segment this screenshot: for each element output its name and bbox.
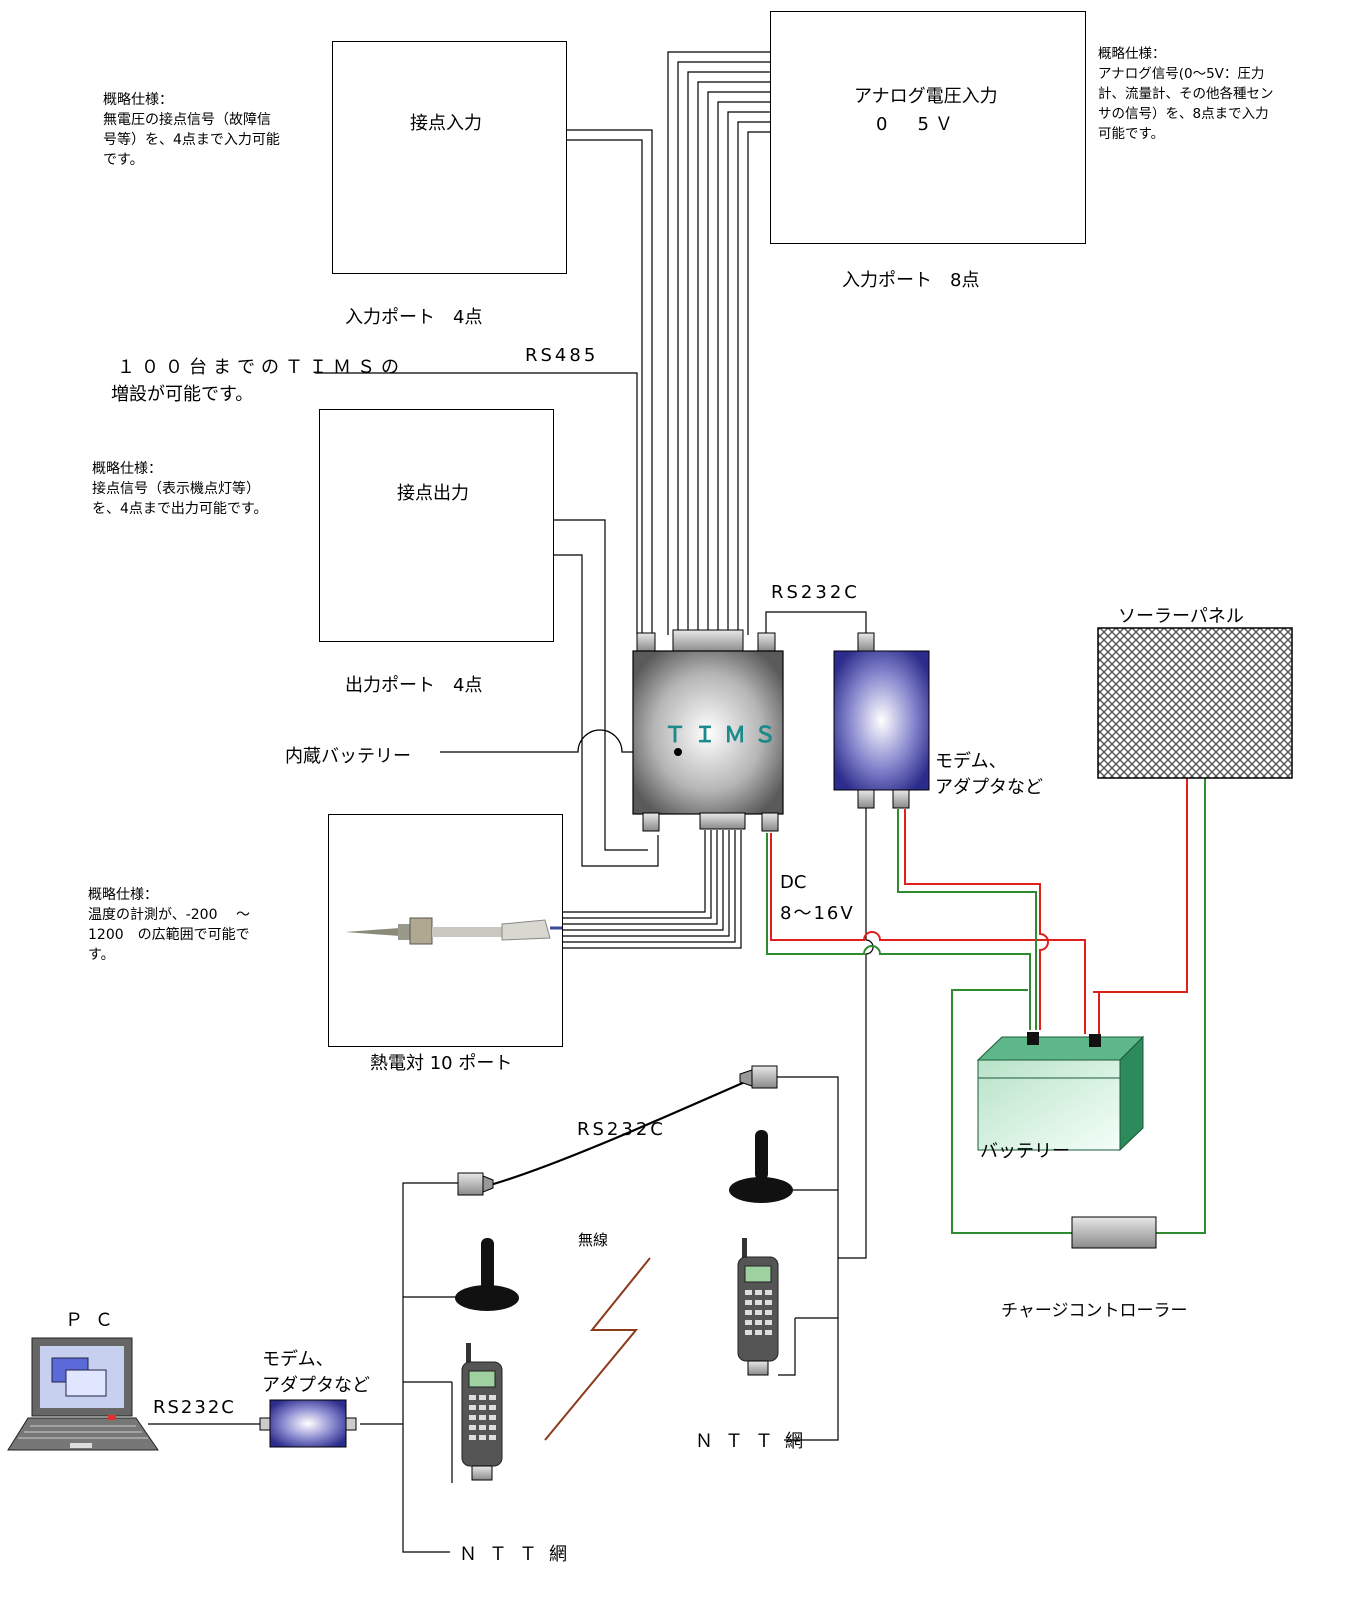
analog-input-spec: 概略仕様： アナログ信号(0～5V：圧力 計、流量計、その他各種セン サの信号）… xyxy=(1098,44,1274,144)
thermocouple-spec: 概略仕様： 温度の計測が、-200 ～ 1200 の広範囲で可能で す。 xyxy=(88,885,250,965)
thermocouple-box xyxy=(328,814,563,1047)
rs232c-remote-label: RS232C xyxy=(577,1119,666,1140)
modem-right xyxy=(834,633,929,808)
expansion-line2: 増設が可能です。 xyxy=(111,380,253,406)
antenna-icon xyxy=(455,1238,519,1311)
thermocouple-caption: 熱電対 10 ポート xyxy=(370,1049,512,1075)
power-wires xyxy=(767,778,1205,1233)
connector-icon xyxy=(458,1173,493,1195)
cellphone-icon xyxy=(738,1238,778,1375)
connector-icon xyxy=(740,1066,777,1088)
contact-output-box xyxy=(319,409,554,642)
contact-input-box xyxy=(332,41,567,274)
contact-output-spec: 概略仕様： 接点信号（表示機点灯等） を、4点まで出力可能です。 xyxy=(92,459,268,519)
analog-input-caption: 入力ポート 8点 xyxy=(842,266,979,292)
tims-label: ＴＩＭＳ xyxy=(664,717,784,749)
cellphone-icon xyxy=(462,1343,502,1480)
modem-left xyxy=(260,1400,356,1447)
antenna-icon xyxy=(729,1130,793,1203)
rs485-label: RS485 xyxy=(525,345,598,366)
modem-right-line1: モデム、 xyxy=(935,747,1007,773)
contact-input-title: 接点入力 xyxy=(410,109,482,135)
internal-battery-label: 内蔵バッテリー xyxy=(285,742,411,768)
pc-label: ＰＣ xyxy=(65,1306,125,1332)
solar-label: ソーラーパネル xyxy=(1118,602,1244,628)
solar-panel-icon xyxy=(1098,628,1292,778)
battery-icon xyxy=(978,1032,1143,1150)
wireless-label: 無線 xyxy=(578,1229,608,1250)
rs232c-top-label: RS232C xyxy=(771,582,860,603)
modem-left-line2: アダプタなど xyxy=(262,1371,370,1397)
contact-input-caption: 入力ポート 4点 xyxy=(345,303,482,329)
laptop-icon xyxy=(8,1338,158,1450)
contact-output-title: 接点出力 xyxy=(397,479,469,505)
contact-input-spec: 概略仕様： 無電圧の接点信号（故障信 号等）を、4点まで入力可能 です。 xyxy=(103,90,280,170)
dc-label-line2: 8～16V xyxy=(780,899,855,925)
charge-controller-icon xyxy=(1072,1217,1156,1248)
analog-input-range: 0 5Ｖ xyxy=(876,110,959,136)
rs232c-pc-label: RS232C xyxy=(153,1397,236,1418)
battery-label: バッテリー xyxy=(980,1137,1070,1163)
contact-output-caption: 出力ポート 4点 xyxy=(345,671,482,697)
ntt-bottom-label: ＮＴＴ網 xyxy=(459,1540,579,1566)
charge-controller-label: チャージコントローラー xyxy=(1001,1296,1188,1321)
wireless-bolt-icon xyxy=(545,1258,650,1440)
analog-input-title: アナログ電圧入力 xyxy=(854,82,998,108)
internal-battery-dot xyxy=(674,748,682,756)
expansion-line1: １００台までのＴＩＭＳの xyxy=(117,353,405,379)
modem-right-line2: アダプタなど xyxy=(935,773,1043,799)
modem-left-line1: モデム、 xyxy=(262,1345,334,1371)
dc-label-line1: DC xyxy=(780,872,806,893)
ntt-right-label: ＮＴＴ網 xyxy=(695,1427,815,1453)
